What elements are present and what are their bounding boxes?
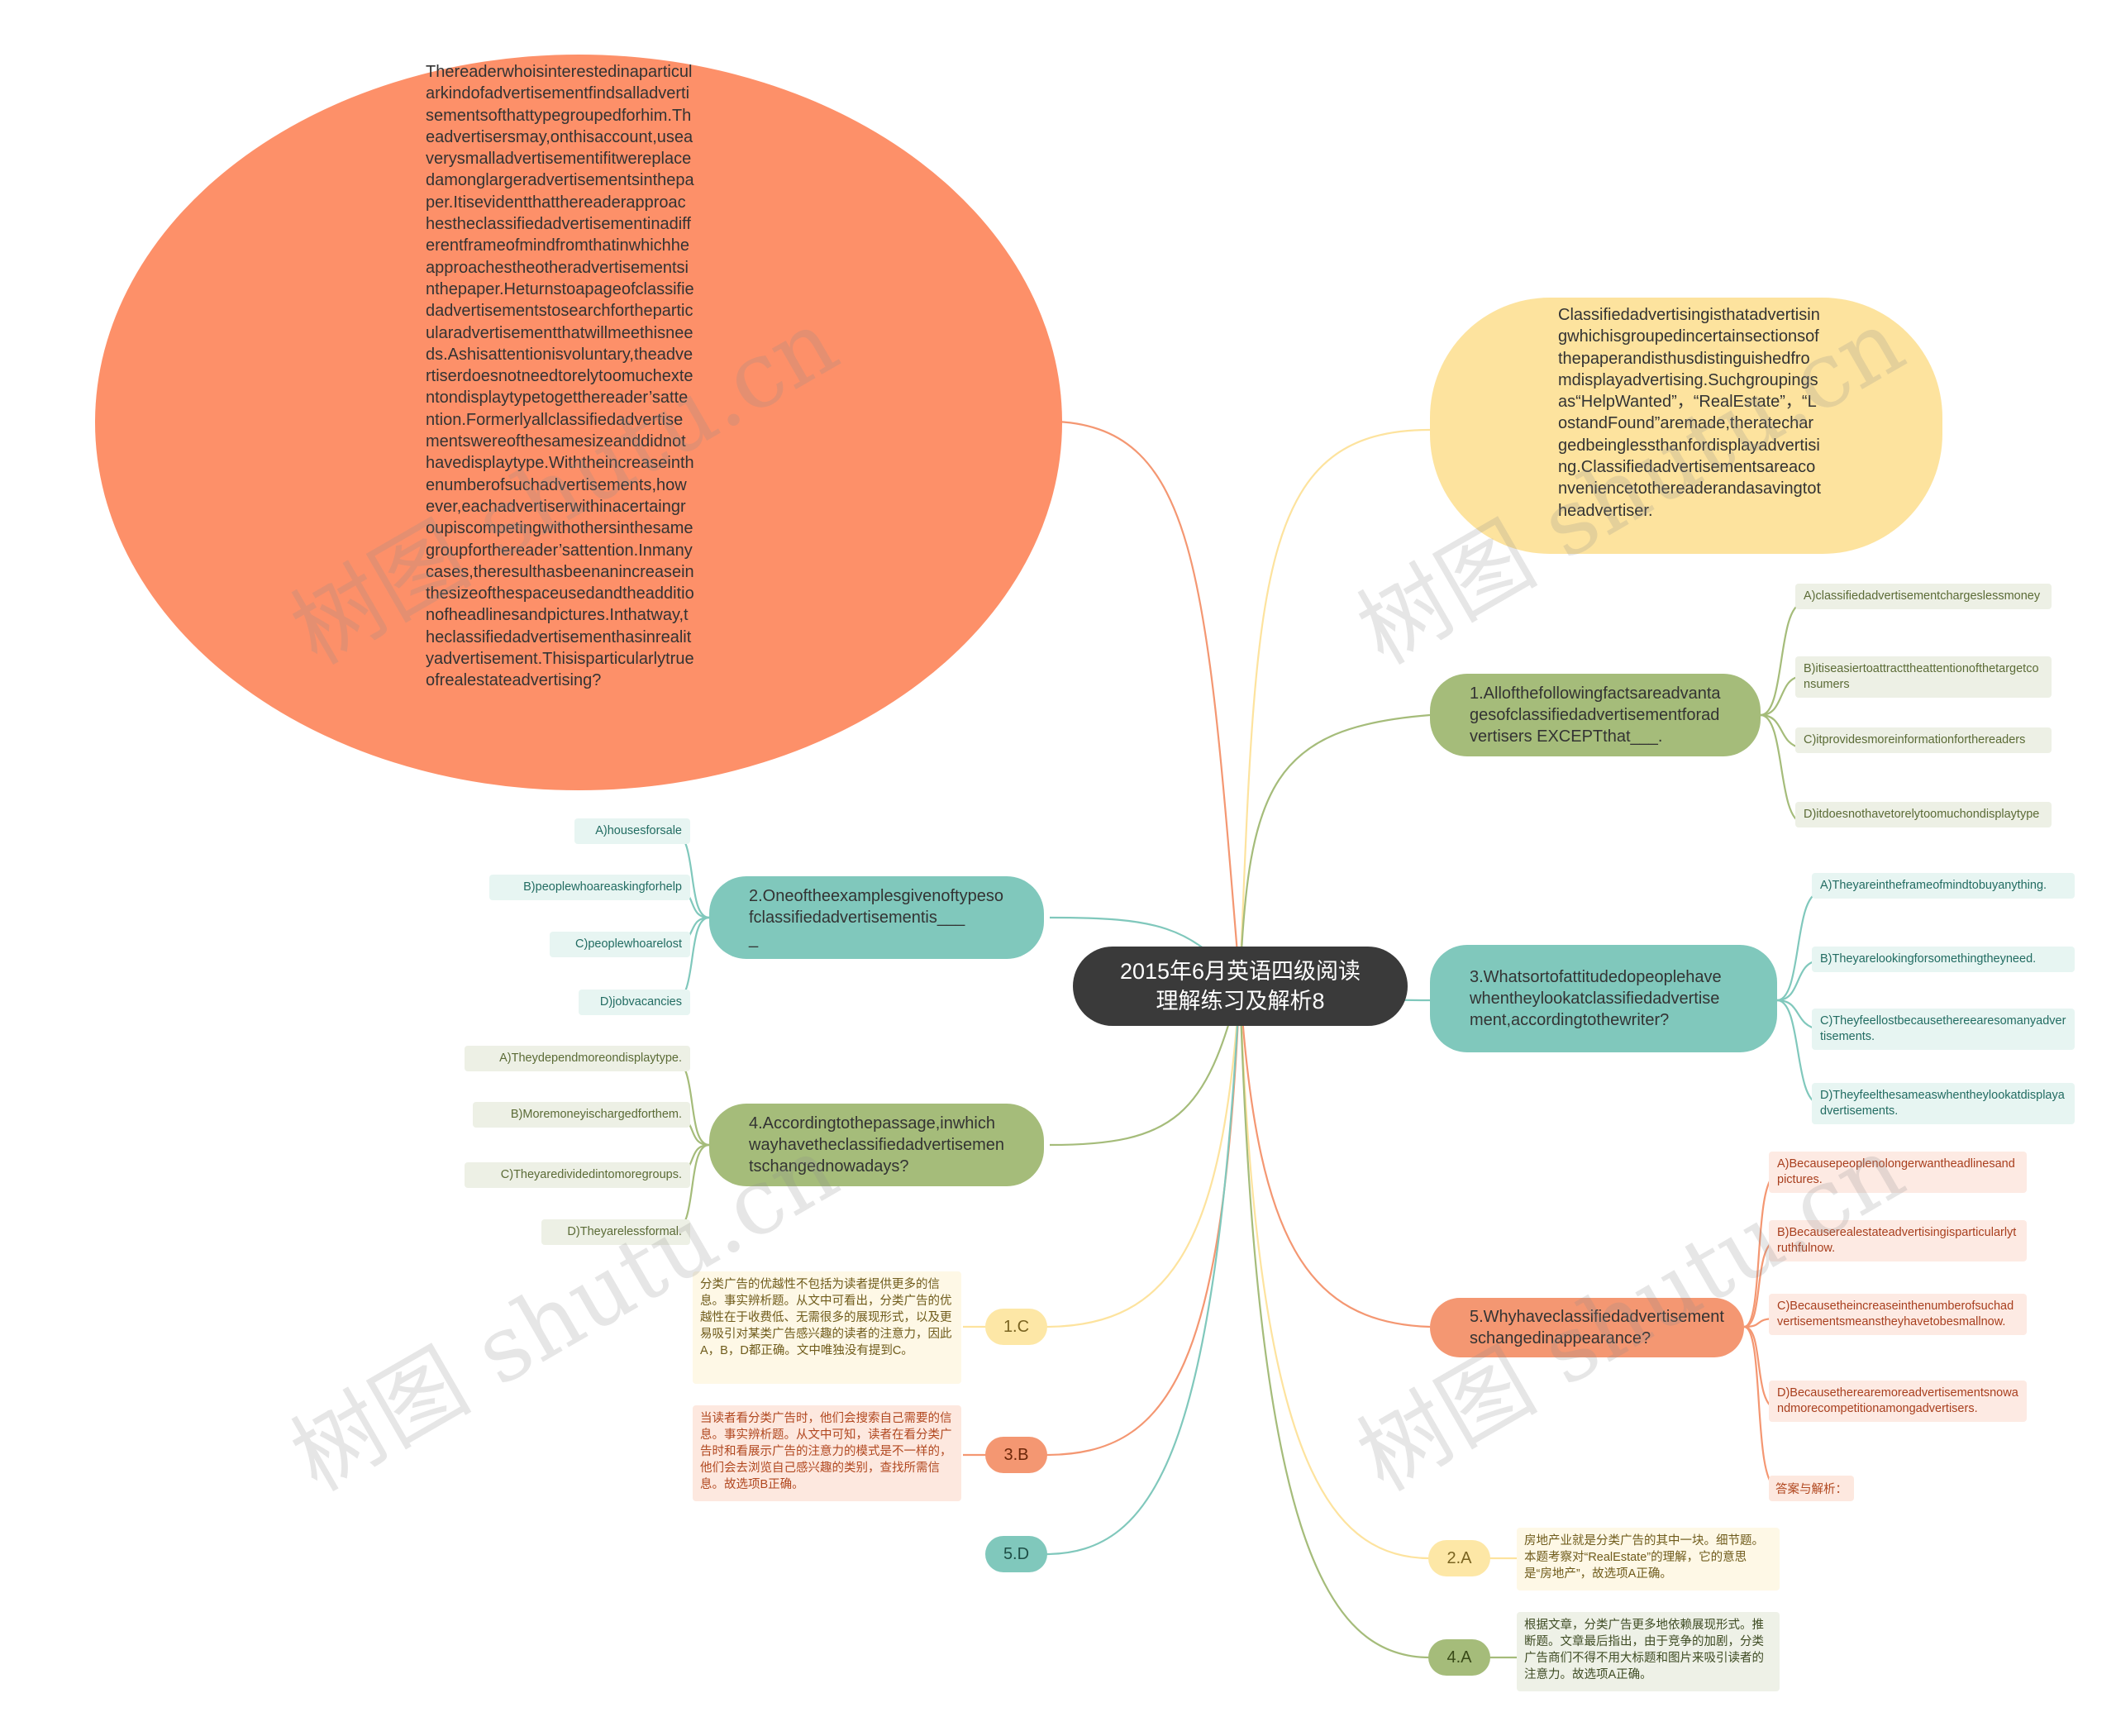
passage-paragraph-bubble[interactable]: Thereaderwhoisinterestedinaparticularkin…: [95, 55, 1062, 790]
question-3-option-d[interactable]: D)Theyfeelthesameaswhentheylookatdisplay…: [1812, 1083, 2075, 1124]
question-2-option-b[interactable]: B)peoplewhoareaskingforhelp: [489, 875, 690, 900]
question-2-option-d[interactable]: D)jobvacancies: [579, 990, 690, 1015]
question-4[interactable]: 4.Accordingtothepassage,inwhichwayhaveth…: [709, 1104, 1044, 1186]
question-3[interactable]: 3.Whatsortofattitudedopeoplehavewhenthey…: [1430, 945, 1777, 1052]
question-5-option-d[interactable]: D)Becausetherearemoreadvertisementsnowan…: [1769, 1381, 2027, 1422]
question-5-option-b[interactable]: B)Becauserealestateadvertisingisparticul…: [1769, 1220, 2027, 1261]
question-3-option-a[interactable]: A)Theyareintheframeofmindtobuyanything.: [1812, 873, 2075, 899]
question-2-option-a[interactable]: A)housesforsale: [574, 818, 690, 844]
question-1-text: 1.Allofthefollowingfactsareadvantagesofc…: [1470, 684, 1721, 746]
answer-1[interactable]: 1.C: [985, 1309, 1047, 1345]
answer-2[interactable]: 2.A: [1428, 1540, 1490, 1576]
question-3-option-c[interactable]: C)Theyfeellostbecausethereearesomanyadve…: [1812, 1009, 2075, 1050]
question-1-option-b[interactable]: B)itiseasiertoattracttheattentionoftheta…: [1795, 656, 2052, 698]
passage-paragraph-text: Thereaderwhoisinterestedinaparticularkin…: [426, 63, 694, 690]
answer-3-explanation[interactable]: 当读者看分类广告时，他们会搜索自己需要的信息。事实辨析题。从文中可知，读者在看分…: [693, 1405, 961, 1501]
answer-1-explanation[interactable]: 分类广告的优越性不包括为读者提供更多的信息。事实辨析题。从文中可看出，分类广告的…: [693, 1271, 961, 1384]
question-5-option-a[interactable]: A)Becausepeoplenolongerwantheadlinesandp…: [1769, 1152, 2027, 1193]
question-3-text: 3.Whatsortofattitudedopeoplehavewhenthey…: [1470, 968, 1722, 1029]
root-title: 2015年6月英语四级阅读 理解练习及解析8: [1119, 959, 1361, 1013]
question-2-option-c[interactable]: C)peoplewhoarelost: [550, 932, 690, 957]
passage-intro-bubble[interactable]: Classifiedadvertisingisthatadvertisingwh…: [1430, 298, 1942, 554]
answer-3[interactable]: 3.B: [985, 1437, 1047, 1473]
question-1[interactable]: 1.Allofthefollowingfactsareadvantagesofc…: [1430, 674, 1761, 756]
answer-analysis-label[interactable]: 答案与解析：: [1769, 1476, 1854, 1501]
question-5[interactable]: 5.Whyhaveclassifiedadvertisementschanged…: [1430, 1298, 1744, 1357]
question-4-text: 4.Accordingtothepassage,inwhichwayhaveth…: [749, 1114, 1005, 1176]
answer-5[interactable]: 5.D: [985, 1536, 1047, 1572]
answer-2-explanation[interactable]: 房地产业就是分类广告的其中一块。细节题。本题考察对“RealEstate”的理解…: [1517, 1528, 1780, 1591]
passage-intro-text: Classifiedadvertisingisthatadvertisingwh…: [1558, 306, 1822, 520]
question-4-option-d[interactable]: D)Theyarelessformal.: [541, 1219, 690, 1245]
root-topic[interactable]: 2015年6月英语四级阅读 理解练习及解析8: [1073, 947, 1408, 1026]
question-5-option-c[interactable]: C)Becausetheincreaseinthenumberofsuchadv…: [1769, 1294, 2027, 1335]
question-1-option-c[interactable]: C)itprovidesmoreinformationforthereaders: [1795, 727, 2052, 753]
question-2[interactable]: 2.Oneoftheexamplesgivenoftypesofclassifi…: [709, 876, 1044, 959]
question-5-text: 5.Whyhaveclassifiedadvertisementschanged…: [1470, 1308, 1724, 1347]
answer-4[interactable]: 4.A: [1428, 1639, 1490, 1676]
question-4-option-a[interactable]: A)Theydependmoreondisplaytype.: [465, 1046, 690, 1071]
question-4-option-b[interactable]: B)Moremoneyischargedforthem.: [473, 1102, 690, 1128]
question-1-option-d[interactable]: D)itdoesnothavetorelytoomuchondisplaytyp…: [1795, 802, 2052, 827]
answer-4-explanation[interactable]: 根据文章，分类广告更多地依赖展现形式。推断题。文章最后指出，由于竞争的加剧，分类…: [1517, 1612, 1780, 1691]
question-2-text: 2.Oneoftheexamplesgivenoftypesofclassifi…: [749, 887, 1003, 948]
question-3-option-b[interactable]: B)Theyarelookingforsomethingtheyneed.: [1812, 947, 2075, 972]
question-4-option-c[interactable]: C)Theyaredividedintomoregroups.: [465, 1162, 690, 1188]
question-1-option-a[interactable]: A)classifiedadvertisementchargeslessmone…: [1795, 584, 2052, 609]
